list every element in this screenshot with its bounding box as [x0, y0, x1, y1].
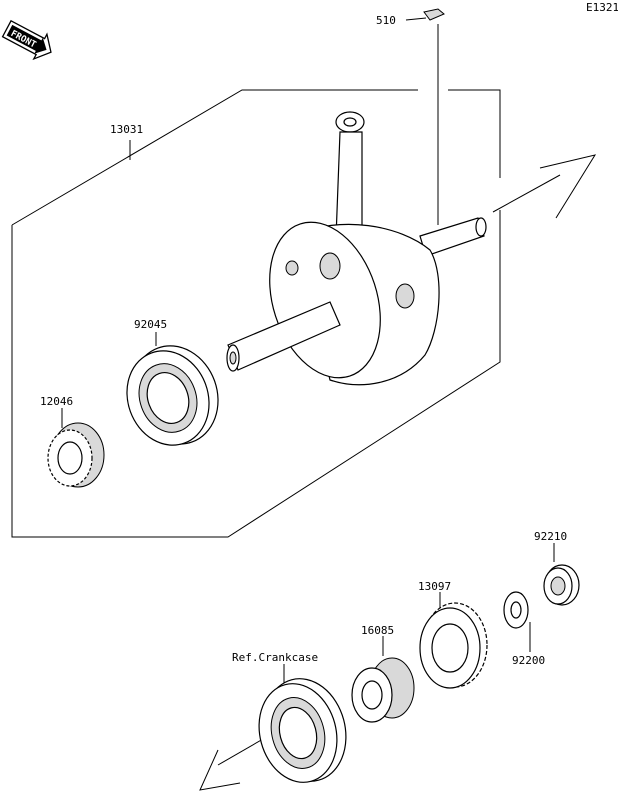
crankshaft	[226, 111, 487, 386]
assembly-outline	[11, 89, 501, 538]
axis-arrow-upper	[492, 154, 597, 219]
label-510: 510	[376, 14, 396, 27]
label-16085: 16085	[361, 624, 394, 637]
label-92210: 92210	[534, 530, 567, 543]
washer-92210	[543, 543, 580, 606]
label-13097: 13097	[418, 580, 451, 593]
gear-12046	[47, 408, 105, 488]
front-arrow-icon: FRONT	[1, 19, 52, 61]
gear-13097	[419, 592, 488, 689]
label-13031: 13031	[110, 123, 143, 136]
axis-arrow-lower	[199, 734, 271, 791]
label-ref-crankcase: Ref.Crankcase	[232, 651, 318, 664]
washer-92200	[503, 591, 531, 652]
label-92045: 92045	[134, 318, 167, 331]
label-12046: 12046	[40, 395, 73, 408]
diagram-code: E1321	[586, 1, 618, 14]
collar-16085	[351, 636, 415, 723]
label-92200: 92200	[512, 654, 545, 667]
key-510	[405, 8, 445, 225]
crankcase-bearing-ref	[258, 664, 347, 783]
bearing-92045	[126, 332, 219, 446]
